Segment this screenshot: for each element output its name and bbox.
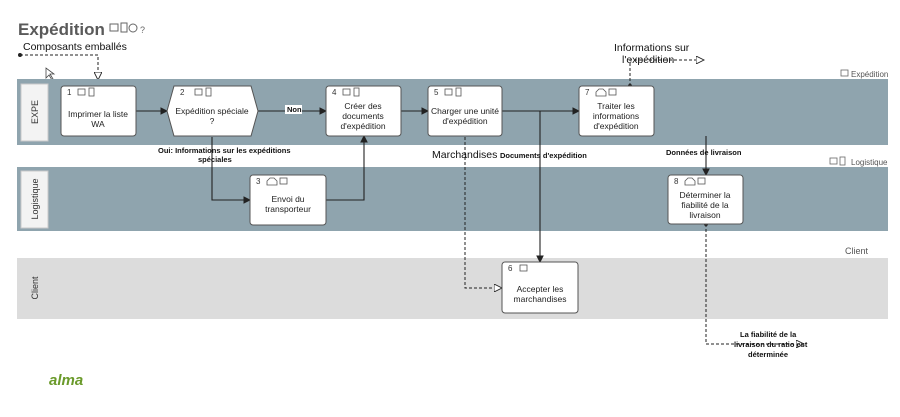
svg-text:Déterminer la: Déterminer la	[679, 190, 730, 200]
cursor-icon	[45, 67, 56, 81]
svg-text:4: 4	[332, 88, 337, 97]
document-icon	[839, 156, 846, 166]
svg-text:Accepter les: Accepter les	[517, 284, 564, 294]
title-icons: ?	[109, 22, 145, 35]
task-4[interactable]: 4 Créer des documents d'expédition	[325, 85, 402, 137]
comment-icon	[840, 69, 849, 77]
svg-text:Créer des: Créer des	[344, 101, 381, 111]
task-8[interactable]: 8 Déterminer la fiabilité de la livraiso…	[667, 174, 744, 225]
document-icon	[353, 87, 360, 97]
lane-client	[17, 258, 888, 319]
lane-label-expe: EXPE	[30, 100, 40, 124]
svg-text:d'expédition: d'expédition	[593, 121, 638, 131]
comment-icon	[109, 23, 119, 32]
svg-text:livraison: livraison	[689, 210, 720, 220]
comment-icon	[444, 88, 453, 96]
svg-text:informations: informations	[593, 111, 639, 121]
svg-text:8: 8	[674, 177, 679, 186]
svg-text:?: ?	[210, 116, 215, 126]
document-icon	[120, 22, 128, 33]
page-title: Expédition	[18, 20, 105, 39]
svg-text:Imprimer la liste: Imprimer la liste	[68, 109, 128, 119]
svg-text:6: 6	[508, 264, 513, 273]
edge-marchandises	[464, 137, 502, 288]
comment-icon	[342, 88, 351, 96]
note-fiabilite-1: La fiabilité de la	[740, 330, 797, 339]
svg-text:Traiter les: Traiter les	[597, 101, 634, 111]
comment-icon	[519, 264, 528, 272]
svg-text:fiabilité de la: fiabilité de la	[681, 200, 729, 210]
edge-label-marchandises: Marchandises	[432, 149, 497, 161]
gauge-icon	[128, 23, 138, 33]
help-icon: ?	[140, 25, 145, 35]
lane-tag-log: Logistique	[851, 158, 888, 167]
edge-label-non: Non	[287, 105, 302, 114]
edge-informations	[630, 60, 704, 86]
lane-logistique	[17, 167, 888, 231]
edge-composants	[20, 55, 98, 80]
task-1[interactable]: 1 Imprimer la liste WA	[60, 85, 137, 137]
comment-icon	[608, 88, 617, 96]
task-7[interactable]: 7 Traiter les informations d'expédition	[578, 85, 655, 137]
comment-icon	[279, 177, 288, 185]
task-2-gateway[interactable]: 2 Expédition spéciale ?	[166, 85, 259, 137]
task-3[interactable]: 3 Envoi du transporteur	[249, 174, 327, 226]
lane-label-client: Client	[30, 276, 40, 300]
svg-text:1: 1	[67, 88, 72, 97]
svg-text:3: 3	[256, 177, 261, 186]
lane-label-box-expe	[20, 83, 49, 142]
alma-logo: alma	[49, 372, 83, 389]
edge-fiabilite	[706, 224, 804, 344]
person-icon	[595, 88, 607, 97]
svg-text:Expédition spéciale: Expédition spéciale	[175, 106, 249, 116]
svg-text:transporteur: transporteur	[265, 204, 311, 214]
note-fiabilite-3: déterminée	[748, 350, 788, 359]
svg-text:7: 7	[585, 88, 590, 97]
edge-label-oui-1: Oui: Informations sur les expéditions	[158, 146, 291, 155]
note-composants: Composants emballés	[23, 41, 127, 53]
comment-icon	[194, 88, 203, 96]
edge-label-donnees: Données de livraison	[666, 148, 742, 157]
note-info-line1: Informations sur	[614, 42, 690, 54]
task-5[interactable]: 5 Charger une unité d'expédition	[427, 85, 503, 137]
document-icon	[205, 87, 212, 97]
edge-3-4	[326, 134, 368, 201]
svg-text:d'expédition: d'expédition	[442, 116, 487, 126]
lane-tag-expe: Expédition	[851, 70, 888, 79]
person-icon	[684, 177, 696, 186]
edge-label-documents: Documents d'expédition	[500, 151, 587, 160]
comment-icon	[77, 88, 86, 96]
document-icon	[455, 87, 462, 97]
document-icon	[88, 87, 95, 97]
svg-text:Envoi du: Envoi du	[271, 194, 304, 204]
svg-text:d'expédition: d'expédition	[340, 121, 385, 131]
person-icon	[266, 177, 278, 186]
note-fiabilite-2: livraison du ratio est	[734, 340, 808, 349]
task-6[interactable]: 6 Accepter les marchandises	[501, 261, 579, 314]
comment-icon	[829, 157, 838, 165]
svg-text:2: 2	[180, 88, 185, 97]
svg-text:documents: documents	[342, 111, 384, 121]
edge-2-3	[211, 137, 252, 204]
svg-text:Charger une unité: Charger une unité	[431, 106, 499, 116]
lane-label-log: Logistique	[30, 178, 40, 219]
comment-icon	[697, 177, 706, 185]
edge-5-6	[502, 110, 544, 264]
edge-label-oui-2: spéciales	[198, 155, 232, 164]
lane-tag-client: Client	[845, 246, 869, 256]
svg-text:5: 5	[434, 88, 439, 97]
lane-label-box-log	[20, 170, 49, 229]
svg-text:marchandises: marchandises	[514, 294, 567, 304]
svg-text:WA: WA	[91, 119, 105, 129]
